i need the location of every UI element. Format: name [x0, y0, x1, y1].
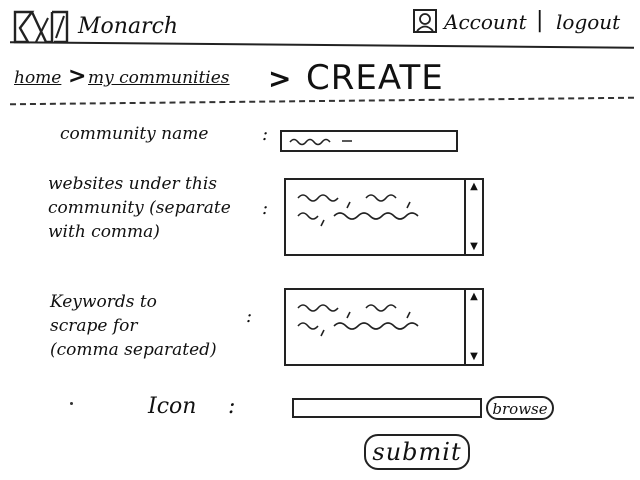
- keywords-label-line: Keywords to: [50, 292, 157, 312]
- websites-scrollbar[interactable]: ▲ ▼: [464, 180, 482, 254]
- breadcrumb-arrow-icon: >: [68, 64, 87, 89]
- community-name-label: community name: [60, 124, 209, 144]
- header-divider: [10, 41, 634, 49]
- websites-label-line: community (separate: [48, 198, 231, 218]
- scroll-up-icon[interactable]: ▲: [470, 291, 478, 302]
- user-icon[interactable]: [412, 8, 438, 34]
- keywords-scrollbar[interactable]: ▲ ▼: [464, 290, 482, 364]
- submit-button[interactable]: submit: [364, 434, 470, 470]
- icon-label: Icon: [148, 394, 197, 419]
- account-link[interactable]: Account: [444, 10, 527, 34]
- keywords-textarea[interactable]: ▲ ▼: [284, 288, 484, 366]
- websites-label-line: websites under this: [48, 174, 217, 194]
- breadcrumb-home-link[interactable]: home: [14, 68, 62, 88]
- icon-file-input[interactable]: [292, 398, 482, 418]
- scroll-up-icon[interactable]: ▲: [470, 181, 478, 192]
- stray-mark: [70, 402, 73, 405]
- page-title: CREATE: [306, 58, 444, 98]
- label-colon: :: [262, 198, 269, 219]
- brand-name: Monarch: [78, 14, 179, 39]
- label-colon: :: [262, 124, 269, 145]
- placeholder-scribble: [289, 138, 352, 146]
- placeholder-scribble: [297, 194, 419, 227]
- keywords-label: Keywords to scrape for (comma separated): [50, 290, 217, 362]
- keywords-label-line: (comma separated): [50, 340, 217, 360]
- keywords-label-line: scrape for: [50, 316, 138, 336]
- header-separator: |: [536, 8, 544, 33]
- websites-textarea[interactable]: ▲ ▼: [284, 178, 484, 256]
- breadcrumb-divider: [10, 96, 634, 106]
- label-colon: :: [228, 394, 236, 419]
- websites-label: websites under this community (separate …: [48, 172, 231, 244]
- placeholder-scribble: [297, 304, 419, 337]
- label-colon: :: [246, 306, 253, 327]
- websites-label-line: with comma): [48, 222, 160, 242]
- breadcrumb-my-communities-link[interactable]: my communities: [88, 68, 230, 88]
- scroll-down-icon[interactable]: ▼: [470, 351, 478, 362]
- breadcrumb-arrow-icon: >: [268, 62, 292, 95]
- logout-link[interactable]: logout: [556, 10, 621, 34]
- monarch-logo[interactable]: [12, 8, 70, 46]
- browse-button[interactable]: browse: [486, 396, 554, 420]
- scroll-down-icon[interactable]: ▼: [470, 241, 478, 252]
- community-name-input[interactable]: [280, 130, 458, 152]
